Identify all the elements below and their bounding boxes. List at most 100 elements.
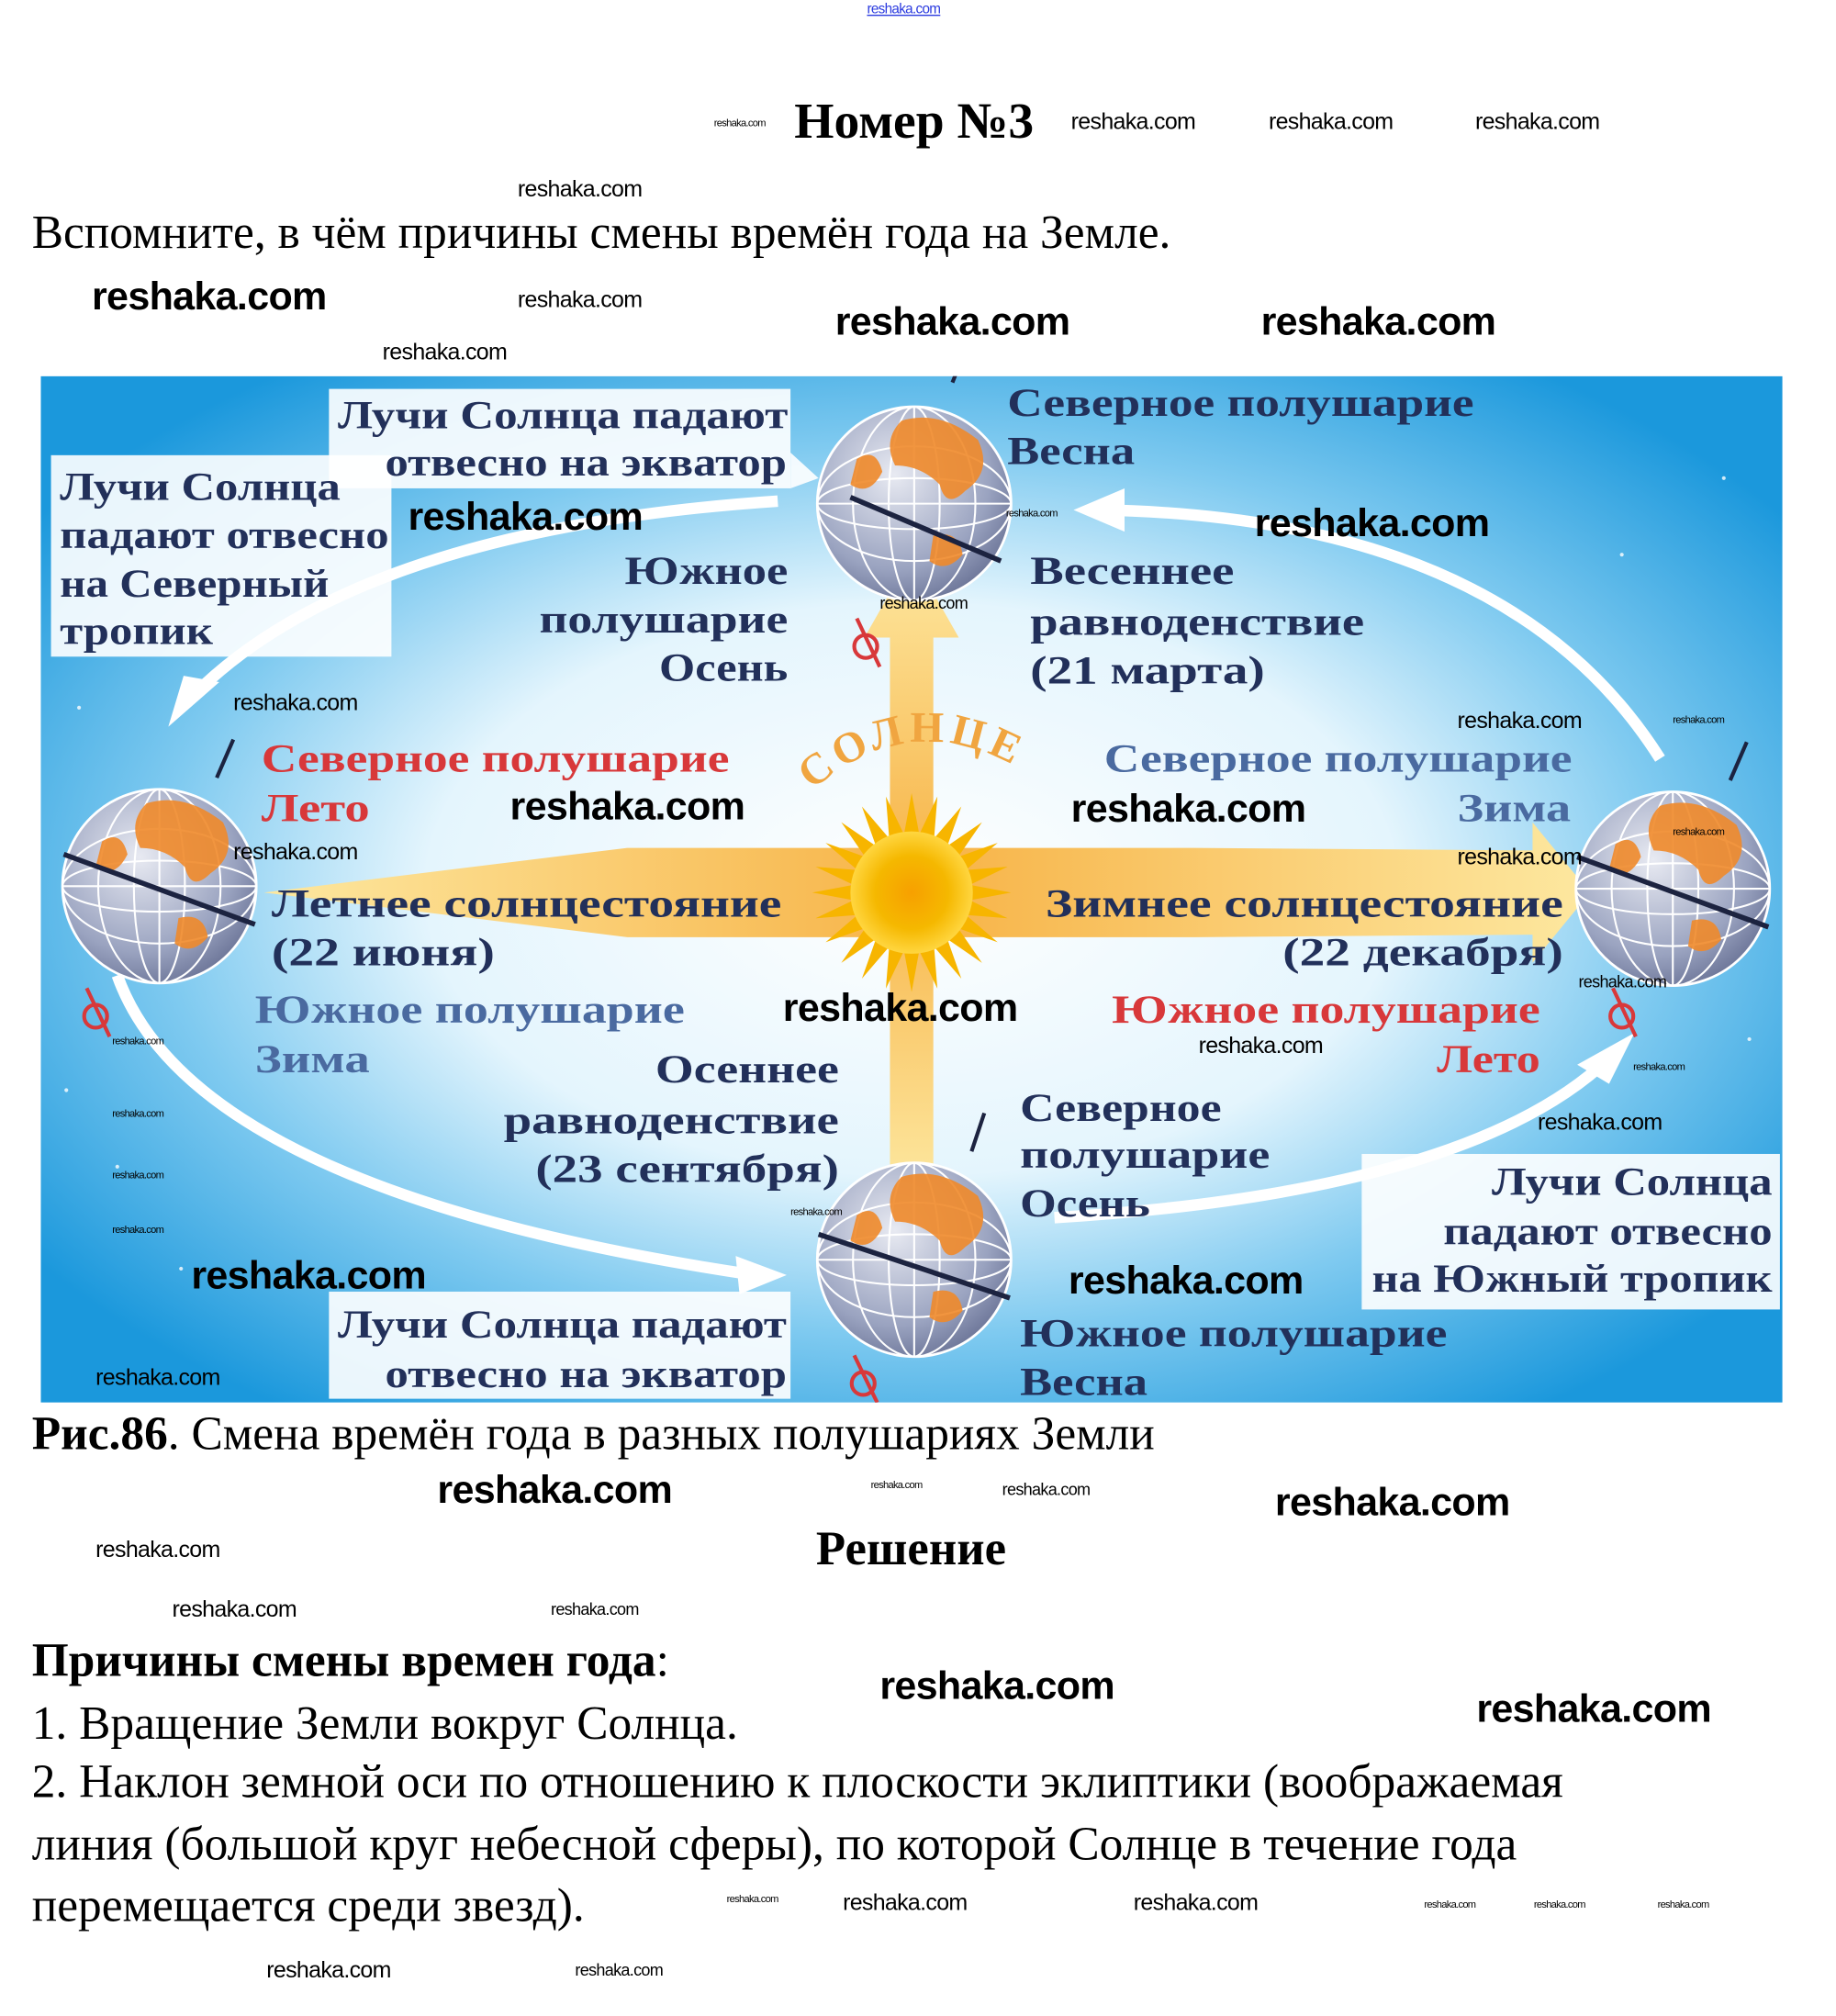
watermark: reshaka.com (1424, 1898, 1476, 1910)
watermark: reshaka.com (437, 1466, 673, 1512)
watermark: reshaka.com (112, 1035, 164, 1047)
bottom-sh-label: Южное полушарие (1020, 1313, 1447, 1356)
watermark: reshaka.com (1260, 298, 1496, 344)
watermark: reshaka.com (1538, 1109, 1662, 1136)
spring-equinox-line2: равноденствие (1030, 601, 1364, 644)
box-right-line3: на Южный тропик (1371, 1258, 1772, 1301)
watermark: reshaka.com (1533, 1898, 1586, 1910)
callout-boxes (50, 388, 1780, 1399)
watermark: reshaka.com (112, 1224, 164, 1236)
reason-item-2-line1: 2. Наклон земной оси по отношению к плос… (31, 1756, 1563, 1809)
watermark: reshaka.com (1198, 1033, 1324, 1058)
watermark: reshaka.com (233, 689, 358, 716)
watermark: reshaka.com (1002, 1479, 1091, 1499)
box-top-line1: Лучи Солнца падают (338, 395, 788, 438)
watermark: reshaka.com (575, 1960, 664, 1980)
reasons-colon: : (655, 1635, 669, 1688)
watermark: reshaka.com (1268, 108, 1394, 134)
watermark: reshaka.com (233, 838, 358, 865)
watermark: reshaka.com (1005, 507, 1058, 520)
box-left-line1: Лучи Солнца (60, 465, 341, 509)
watermark: reshaka.com (879, 1663, 1114, 1708)
reason-item-1: 1. Вращение Земли вокруг Солнца. (31, 1697, 738, 1751)
box-right-line2: падают отвесно (1443, 1211, 1772, 1254)
globe-left (61, 738, 258, 985)
watermark: reshaka.com (509, 783, 745, 829)
watermark: reshaka.com (112, 1169, 164, 1182)
seasons-diagram: СОЛНЦЕ Лучи Солнца падают отвесно на экв… (40, 343, 1783, 1404)
watermark: reshaka.com (1474, 108, 1600, 134)
box-bottom-line1: Лучи Солнца падают (338, 1304, 787, 1347)
figure-number: Рис.86 (31, 1408, 168, 1461)
watermark: reshaka.com (92, 273, 327, 319)
watermark: reshaka.com (1068, 1258, 1304, 1303)
left-nh-season: Лето (262, 787, 370, 830)
box-left-line4: тропик (60, 610, 213, 653)
sun-disc (850, 831, 973, 954)
right-nh-season: Зима (1458, 787, 1572, 830)
watermark: reshaka.com (870, 1479, 924, 1491)
watermark: reshaka.com (834, 298, 1070, 344)
watermark: reshaka.com (95, 1536, 220, 1562)
reason-item-2-line3: перемещается среди звезд). (31, 1879, 585, 1932)
page-title: Номер №3 (794, 92, 1035, 150)
watermark: reshaka.com (1673, 826, 1725, 838)
watermark: reshaka.com (1070, 108, 1196, 134)
watermark: reshaka.com (266, 1956, 391, 1983)
summer-solstice-date: (22 июня) (272, 931, 495, 974)
caption-text: . Смена времён года в разных полушариях … (167, 1408, 1155, 1461)
watermark: reshaka.com (879, 593, 968, 613)
autumn-equinox-line1: Осеннее (655, 1048, 839, 1092)
top-sh-line1: Южное (625, 550, 789, 593)
watermark: reshaka.com (713, 117, 767, 129)
watermark: reshaka.com (1274, 1479, 1510, 1525)
watermark: reshaka.com (1457, 844, 1583, 870)
watermark: reshaka.com (112, 1107, 164, 1120)
watermark: reshaka.com (1657, 1898, 1710, 1910)
summer-solstice-label: Летнее солнцестояние (272, 883, 782, 926)
bottom-nh-line1: Северное (1020, 1087, 1221, 1130)
reasons-title: Причины смены времен года: (32, 1638, 669, 1685)
winter-solstice-label: Зимнее солнцестояние (1046, 883, 1563, 926)
box-left-line3: на Северный (60, 563, 329, 606)
watermark: reshaka.com (726, 1893, 779, 1906)
spring-equinox-line1: Весеннее (1030, 550, 1234, 593)
globe-bottom (815, 1112, 1013, 1359)
axis-tilt-icons (82, 617, 1638, 1404)
watermark: reshaka.com (1254, 500, 1490, 545)
watermark: reshaka.com (191, 1252, 426, 1298)
sun-icon (812, 792, 1012, 992)
left-nh-label: Северное полушарие (262, 737, 730, 780)
autumn-equinox-date: (23 сентября) (535, 1148, 839, 1192)
bottom-nh-line2: полушарие (1020, 1134, 1270, 1177)
watermark[interactable]: reshaka.com (867, 2, 941, 17)
watermark: reshaka.com (790, 1205, 843, 1218)
watermark: reshaka.com (1457, 707, 1583, 734)
watermark: reshaka.com (1133, 1889, 1259, 1916)
box-right-line1: Лучи Солнца (1492, 1160, 1773, 1204)
winter-solstice-date: (22 декабря) (1282, 931, 1563, 974)
reasons-title-text: Причины смены времен года (31, 1635, 656, 1688)
top-nh-season: Весна (1007, 431, 1135, 474)
right-nh-label: Северное полушарие (1104, 737, 1573, 780)
watermark: reshaka.com (1673, 713, 1725, 726)
left-sh-season: Зима (255, 1038, 370, 1081)
watermark: reshaka.com (382, 339, 508, 365)
watermark: reshaka.com (1633, 1060, 1685, 1073)
watermark: reshaka.com (517, 175, 643, 202)
bottom-sh-season: Весна (1020, 1361, 1148, 1402)
box-left-line2: падают отвесно (60, 514, 388, 557)
watermark: reshaka.com (408, 494, 644, 539)
right-sh-season: Лето (1437, 1038, 1540, 1081)
reason-item-2-line2: линия (большой круг небесной сферы), по … (31, 1819, 1517, 1872)
watermark: reshaka.com (1578, 972, 1667, 991)
left-sh-label: Южное полушарие (255, 989, 685, 1032)
watermark: reshaka.com (551, 1599, 639, 1619)
watermark: reshaka.com (782, 984, 1018, 1030)
question-text: Вспомните, в чём причины смены времён го… (31, 207, 1171, 260)
top-sh-season: Осень (659, 647, 788, 690)
watermark: reshaka.com (95, 1364, 220, 1390)
autumn-equinox-line2: равноденствие (504, 1100, 839, 1143)
watermark: reshaka.com (1476, 1686, 1711, 1731)
